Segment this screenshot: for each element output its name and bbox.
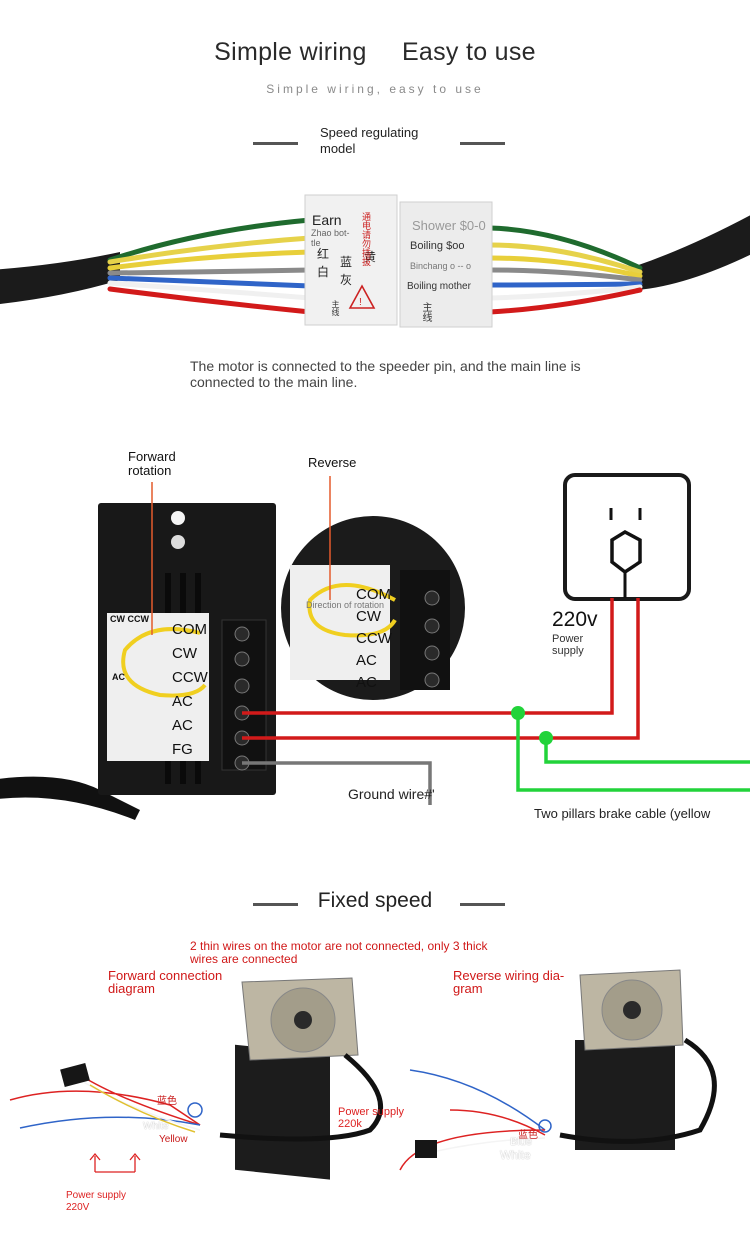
terminal-ccw: CCW [172, 669, 208, 686]
cn-white: 白 [317, 265, 330, 279]
ground-wire [242, 761, 432, 805]
controller-wiring-diagram [0, 473, 750, 820]
motor-right [575, 969, 684, 1150]
brake-wire-1 [516, 713, 750, 792]
controller-knob [171, 535, 185, 549]
zoom-ac2: AC [356, 674, 377, 691]
brake-cable-label: Two pillars brake cable (yellow [534, 806, 711, 821]
terminal-strip [221, 619, 267, 771]
power-supply-label: Power supply [552, 633, 584, 657]
forward-diagram-title: Forward connection diagram [108, 968, 223, 996]
connector-right-main: 主线 [420, 302, 431, 322]
warning-icon [348, 284, 376, 309]
main-terminal-labels: COM CW CCW AC AC FG [172, 618, 208, 762]
power-wire-1 [242, 598, 614, 715]
fixed-speed-diagram [9, 969, 717, 1180]
brake-junction-1 [511, 706, 525, 720]
left-power-supply: Power supply 220V [66, 1190, 127, 1213]
motor-power-supply: Power supply 220k [338, 1106, 405, 1130]
section-rule-right [460, 142, 505, 145]
page-subtitle: Simple wiring, easy to use [266, 82, 484, 96]
zoom-direction-label: Direction of rotation [306, 600, 385, 610]
controller-label-plate [107, 613, 209, 761]
connector-warning-text: 通电请勿插拔 [361, 212, 371, 266]
zoom-com: COM [356, 586, 391, 603]
title-easy-to-use: Easy to use [401, 38, 536, 66]
zoom-ac1: AC [356, 652, 377, 669]
zoom-terminal-strip [400, 570, 450, 690]
cn-blue: 蓝 [340, 255, 353, 269]
fixed-speed-title: Fixed speed [317, 889, 433, 912]
brake-wire-2 [544, 738, 750, 764]
ground-wire-label: Ground wire#' [348, 786, 435, 802]
fixed-note: 2 thin wires on the motor are not connec… [190, 939, 488, 966]
motor-left [235, 977, 359, 1180]
speed-connector-diagram: ! [0, 194, 750, 328]
power-voltage: 220v [552, 608, 598, 631]
speed-section-title: Speed regulating model [320, 125, 419, 156]
forward-jumper-wire [121, 627, 207, 698]
power-wire-2 [242, 598, 640, 740]
panel-cw-ccw: CW CCW [110, 614, 149, 624]
connector-right-line1: Shower $0-0 [412, 218, 486, 233]
right-switch-box [415, 1140, 437, 1158]
reverse-jumper-wire [307, 583, 397, 638]
speed-section-note: The motor is connected to the speeder pi… [190, 358, 581, 390]
terminal-ac2: AC [172, 717, 193, 734]
cn-gray: 灰 [340, 273, 353, 287]
reverse-label: Reverse [308, 455, 357, 470]
right-cable-sheath [630, 215, 750, 290]
terminal-cw: CW [172, 645, 197, 662]
left-blue-cn: 蓝色 [157, 1096, 177, 1107]
right-blue-cn: 蓝色 [518, 1130, 538, 1141]
zoom-ccw: CCW [356, 630, 392, 647]
svg-text:!: ! [359, 297, 362, 308]
page-title: Simple wiring Easy to use [0, 38, 750, 67]
terminal-com: COM [172, 621, 207, 638]
connector-left-col2: 蓝 灰 [340, 253, 356, 289]
connector-left-earn: Earn [312, 212, 342, 228]
connector-left-mainline: 主线 [331, 300, 340, 316]
controller-knob-hole [171, 511, 185, 525]
brake-junction-2 [539, 731, 553, 745]
panel-ac: AC [112, 672, 125, 682]
connector-left-col1: 红 白 [317, 245, 333, 281]
fixed-rule-left [253, 903, 298, 906]
terminal-ac1: AC [172, 693, 193, 710]
connector-left-zhao: Zhao bot- tle [311, 228, 350, 248]
cn-yellow: 黄 [364, 250, 377, 264]
right-blue-label: Blue [510, 1136, 533, 1148]
zoom-terminal-labels: COM CW CCW AC AC [356, 584, 392, 694]
left-switch-box [60, 1062, 90, 1088]
fixed-rule-right [460, 903, 505, 906]
left-yellow-label: Yellow [159, 1134, 188, 1145]
connector-right-line3: Binchang o -- o [410, 261, 472, 271]
connector-right-line4: Boiling mother [407, 281, 471, 292]
reverse-diagram-title: Reverse wiring dia-gram [453, 968, 565, 996]
zoom-cw: CW [356, 608, 381, 625]
left-white-label: White [143, 1121, 169, 1132]
cn-red: 红 [317, 247, 330, 261]
connector-right-line2: Boiling $oo [410, 240, 465, 252]
right-white-label: White [500, 1148, 531, 1162]
left-cable-sheath [0, 252, 120, 304]
controller-cable [0, 776, 140, 820]
terminal-fg: FG [172, 741, 193, 758]
connector-left [304, 194, 398, 326]
forward-rotation-label: Forward rotation [128, 449, 176, 478]
title-simple-wiring: Simple wiring [214, 38, 367, 66]
connector-right [399, 201, 493, 328]
section-rule-left [253, 142, 298, 145]
